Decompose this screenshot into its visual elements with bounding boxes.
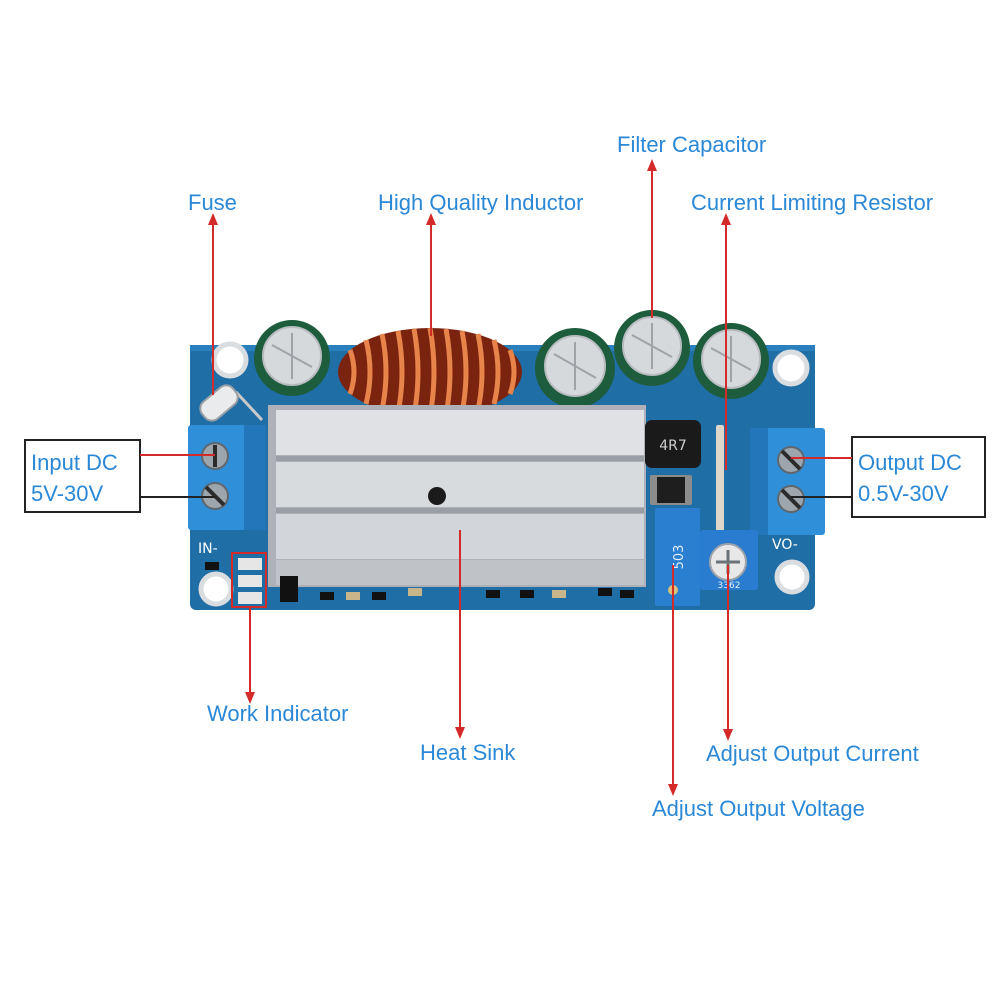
smd-diode [657,477,685,503]
mounting-hole-bottom-right [774,559,810,595]
capacitor-3-vent [631,323,673,369]
capacitor-1-vent [271,333,313,379]
filter-capacitor-arrowhead [647,159,657,171]
adjust-current-arrowhead [723,729,733,741]
heat-sink-label: Heat Sink [420,740,516,765]
smd-capacitor [552,590,566,598]
smd-resistor [320,592,334,600]
fuse-label: Fuse [188,190,237,215]
smd-resistor [486,590,500,598]
filter-capacitor-label: Filter Capacitor [617,132,767,157]
input-terminal-side [244,425,266,530]
adjust-output-current-label: Adjust Output Current [706,741,919,766]
adjust-output-voltage-label: Adjust Output Voltage [652,796,865,821]
output-dc-label: Output DC [858,450,962,475]
inductor-windings [347,327,517,417]
smd-resistor [205,562,219,570]
smd-capacitor [408,588,422,596]
smd-resistor [372,592,386,600]
output-dc-box [851,436,986,518]
fuse-arrowhead [208,213,218,225]
inductor-winding [379,333,389,411]
output-terminal-side [750,428,768,535]
inductor-winding [459,330,469,414]
heat-sink-screw-hole [428,487,446,505]
output-screw-slot [780,488,802,510]
callout-arrows [212,168,729,787]
smd-resistor [520,590,534,598]
smd-resistor [598,588,612,596]
work-indicator-label: Work Indicator [207,701,349,726]
current-limiting-resistor-arrowhead [721,213,731,225]
adjust-voltage-arrowhead [668,784,678,796]
current-limiting-resistor [716,425,724,535]
heat-sink-groove-1 [276,456,644,461]
current-limiting-resistor-label: Current Limiting Resistor [691,190,934,215]
silkscreen-in-minus: IN- [198,541,218,557]
capacitor-4-vent [710,336,752,382]
heat-sink-arrowhead [455,727,465,739]
output-terminal-block [750,428,825,535]
mounting-hole-bottom-left [198,571,234,607]
arrowheads [208,159,733,796]
led-indicator [238,592,262,604]
mounting-hole-top-right [772,349,810,387]
inductor-winding [475,333,485,411]
voltage-trimmer [655,508,700,606]
smd-resistor [620,590,634,598]
heat-sink-fin-2 [276,462,644,507]
led-indicator [238,575,262,587]
heat-sink-groove-2 [276,508,644,513]
fuse-lead [234,390,264,422]
mounting-hole-top-left [211,341,249,379]
output-range-label: 0.5V-30V [858,481,949,506]
smd-transistor [280,576,298,602]
output-screw-slot [780,449,802,471]
input-dc-box [24,439,141,513]
inductor-winding [395,330,405,414]
input-range-label: 5V-30V [31,481,104,506]
input-dc-label: Input DC [31,450,118,475]
inductor-label: High Quality Inductor [378,190,584,215]
fuse [199,384,239,422]
heat-sink-fin-1 [276,410,644,455]
work-indicator-arrowhead [245,692,255,704]
capacitor-2-vent [553,342,597,390]
inductor-winding [363,339,373,405]
smd-capacitor [346,592,360,600]
smd-inductor-marking: 4R7 [659,438,687,454]
silkscreen-vo-minus: VO- [772,537,798,553]
voltage-trimmer-marking: 503 [672,545,687,570]
inductor-winding [507,349,517,395]
led-indicator [238,558,262,570]
inductor-winding [491,339,501,405]
smd-inductor [645,420,701,468]
inductor-winding [347,349,357,395]
inductor-arrowhead [426,213,436,225]
